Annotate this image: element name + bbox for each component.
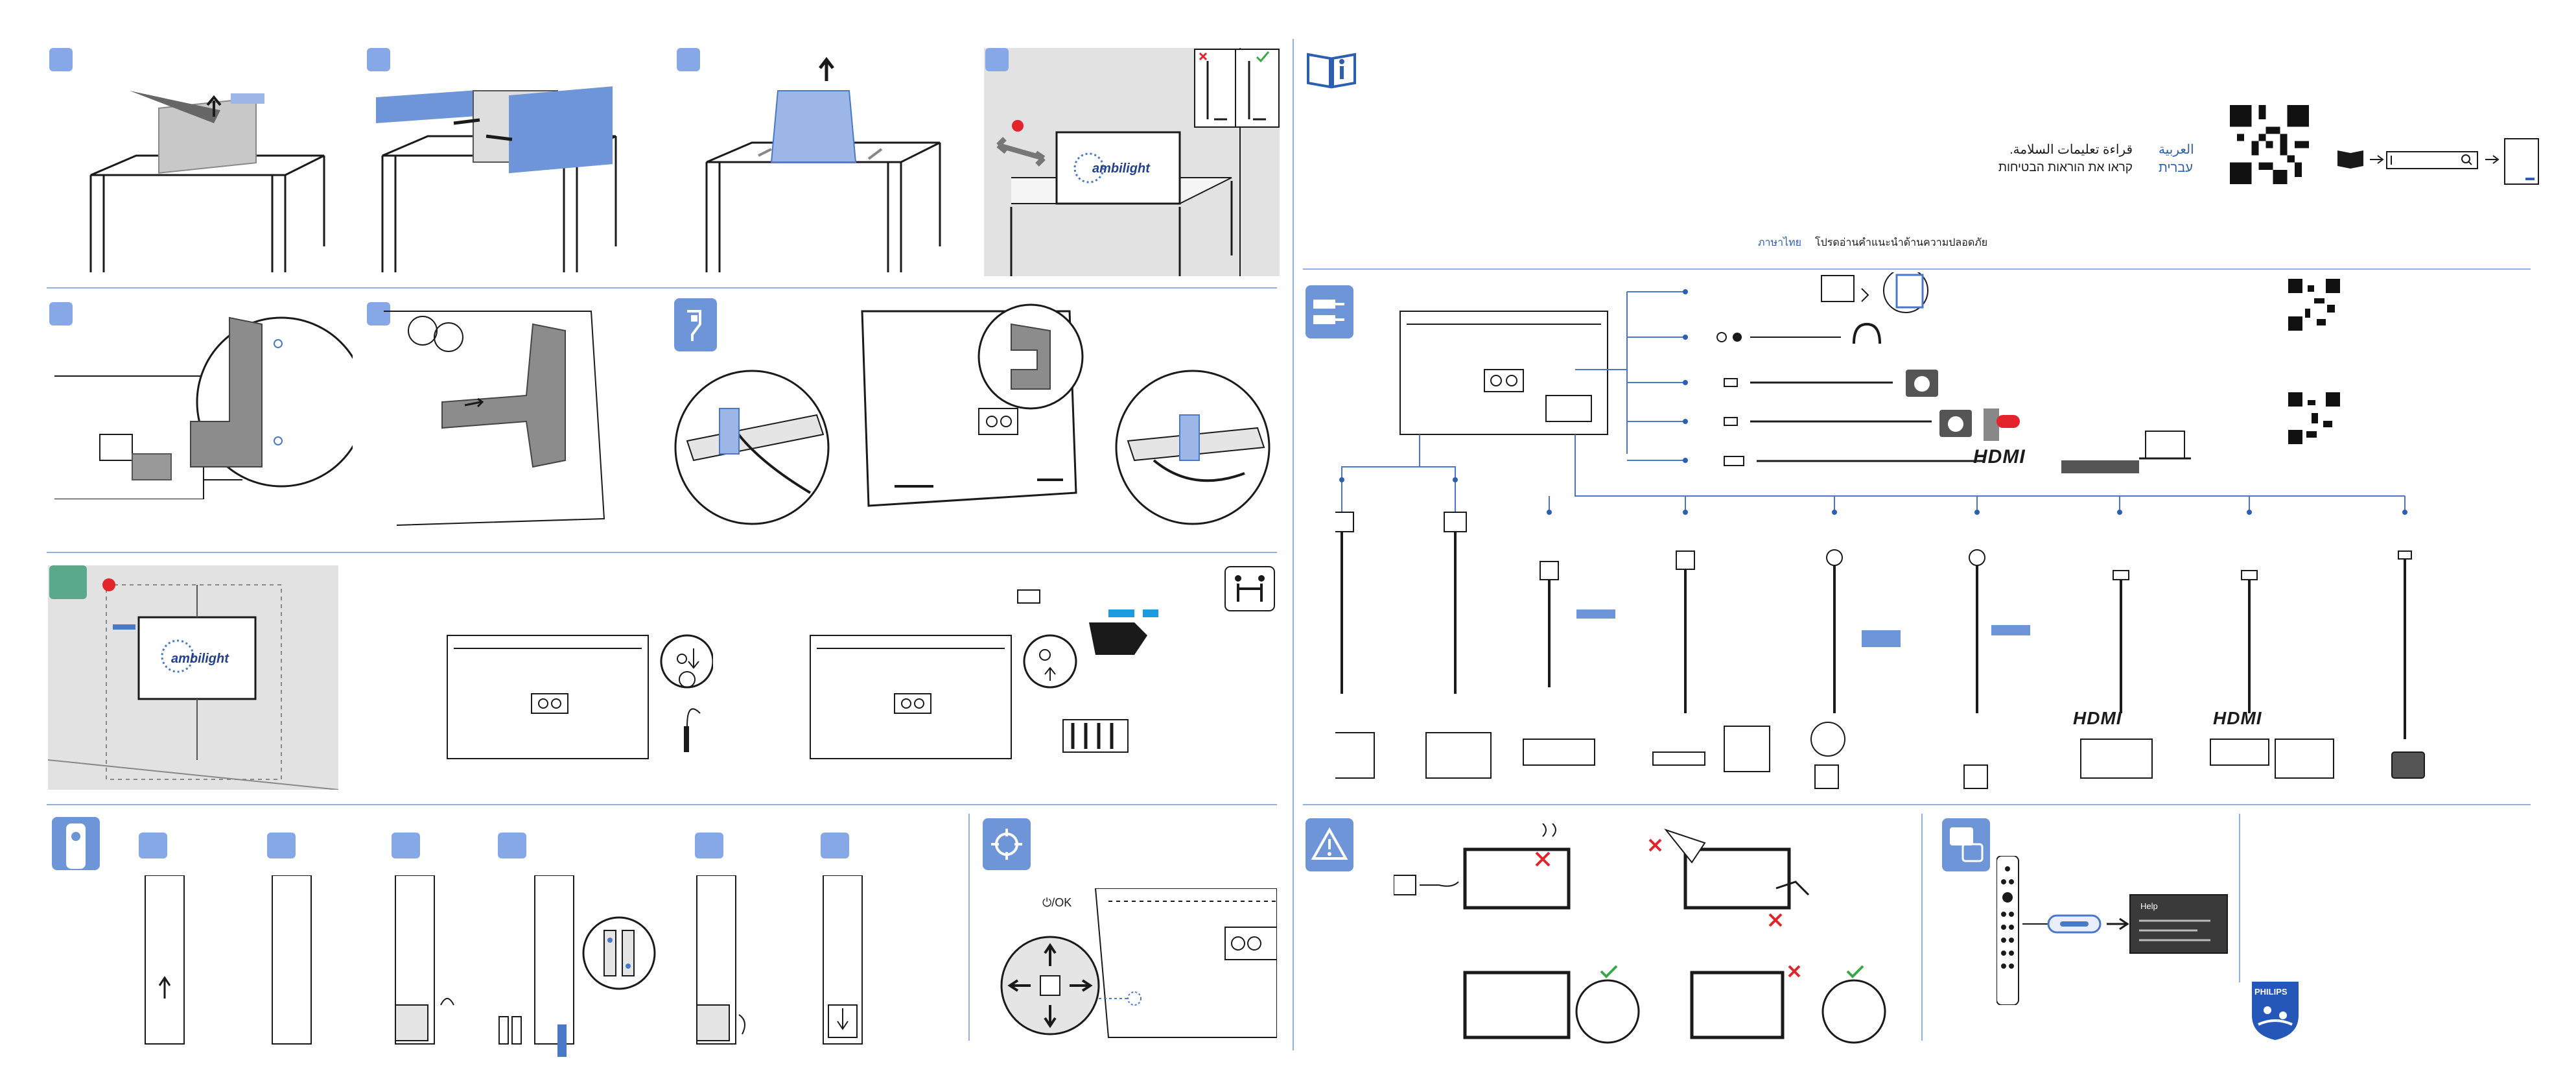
illustration-cable-management	[674, 303, 1270, 525]
divider-v-bottom-right-2	[2239, 814, 2240, 982]
step-badge-4	[985, 48, 1009, 71]
philips-shield-icon	[2252, 982, 2299, 1040]
illustration-bracket-attach	[384, 311, 605, 526]
divider-h-left-3	[47, 804, 1277, 805]
remote-control-icon	[52, 817, 100, 870]
illustration-stand-2	[376, 86, 617, 272]
safety-text-hebrew: קראו את הוראות הבטיחות	[1998, 161, 2133, 174]
illustration-stand-3	[705, 56, 941, 272]
divider-v-bottom-right-1	[1921, 814, 1923, 1041]
illustration-wall-mount: ambilight	[48, 578, 338, 790]
step-badge-11	[498, 833, 526, 858]
info-book-icon	[1307, 53, 1356, 89]
illustration-stand-1	[89, 91, 325, 272]
divider-v-center	[1293, 39, 1294, 1050]
illustration-connections	[1335, 272, 2425, 789]
divider-h-left-1	[47, 287, 1277, 289]
step-badge-10	[392, 833, 420, 858]
step-badge-3	[677, 48, 700, 71]
safety-lang-thai: ภาษาไทย	[1758, 237, 1802, 248]
step-badge-13	[821, 833, 849, 858]
divider-h-right-2	[1303, 804, 2531, 805]
hdmi-logo-icon-3: HDMI	[2213, 708, 2262, 728]
qr-code-icon	[2230, 105, 2309, 184]
step-badge-6	[367, 302, 390, 325]
step-badge-12	[695, 833, 723, 858]
ambilight-logo-2: ambilight	[171, 652, 229, 666]
target-crosshair-icon	[983, 818, 1031, 870]
illustration-safety-warnings	[1394, 823, 1886, 1044]
step-badge-8	[139, 833, 167, 858]
divider-h-left-2	[47, 552, 1277, 553]
step-badge-7	[49, 565, 87, 599]
hdmi-logo-icon-2: HDMI	[2073, 708, 2122, 728]
illustration-joystick	[1000, 888, 1277, 1038]
illustration-tv-back-1	[447, 634, 713, 759]
step-badge-9	[267, 833, 296, 858]
illustration-help: Help	[1996, 856, 2228, 1005]
step-badge-1	[49, 48, 73, 71]
help-screen-title: Help	[2140, 901, 2158, 911]
safety-lang-hebrew: עברית	[2159, 161, 2193, 175]
divider-h-right-1	[1303, 268, 2531, 270]
illustration-tv-back-2	[810, 589, 1158, 759]
step-badge-2	[367, 48, 390, 71]
safety-lang-arabic: العربية	[2159, 143, 2194, 157]
illustration-remote-back	[145, 875, 863, 1057]
hdmi-logo-icon: HDMI	[1973, 446, 2026, 467]
divider-v-bottom-left	[968, 814, 970, 1041]
manual-search-flow	[2337, 138, 2539, 185]
warning-triangle-icon	[1306, 818, 1353, 871]
power-ok-label: ⏻/OK	[1042, 896, 1072, 909]
step-badge-5	[49, 302, 73, 325]
safety-text-thai: โปรดอ่านคำแนะนำด้านความปลอดภัย	[1815, 237, 1988, 248]
two-person-lift-icon	[1224, 566, 1275, 611]
help-question-icon	[1942, 818, 1990, 871]
ambilight-logo-1: ambilight	[1092, 161, 1151, 176]
illustration-wall-placement: ambilight	[996, 48, 1280, 276]
safety-text-arabic: قراءة تعليمات السلامة.	[2009, 143, 2133, 157]
illustration-bracket-zoom	[54, 316, 353, 499]
plug-connect-icon	[1306, 285, 1353, 338]
philips-wordmark: PHILIPS	[2254, 987, 2288, 997]
wall-mount-hand-icon	[674, 298, 717, 351]
